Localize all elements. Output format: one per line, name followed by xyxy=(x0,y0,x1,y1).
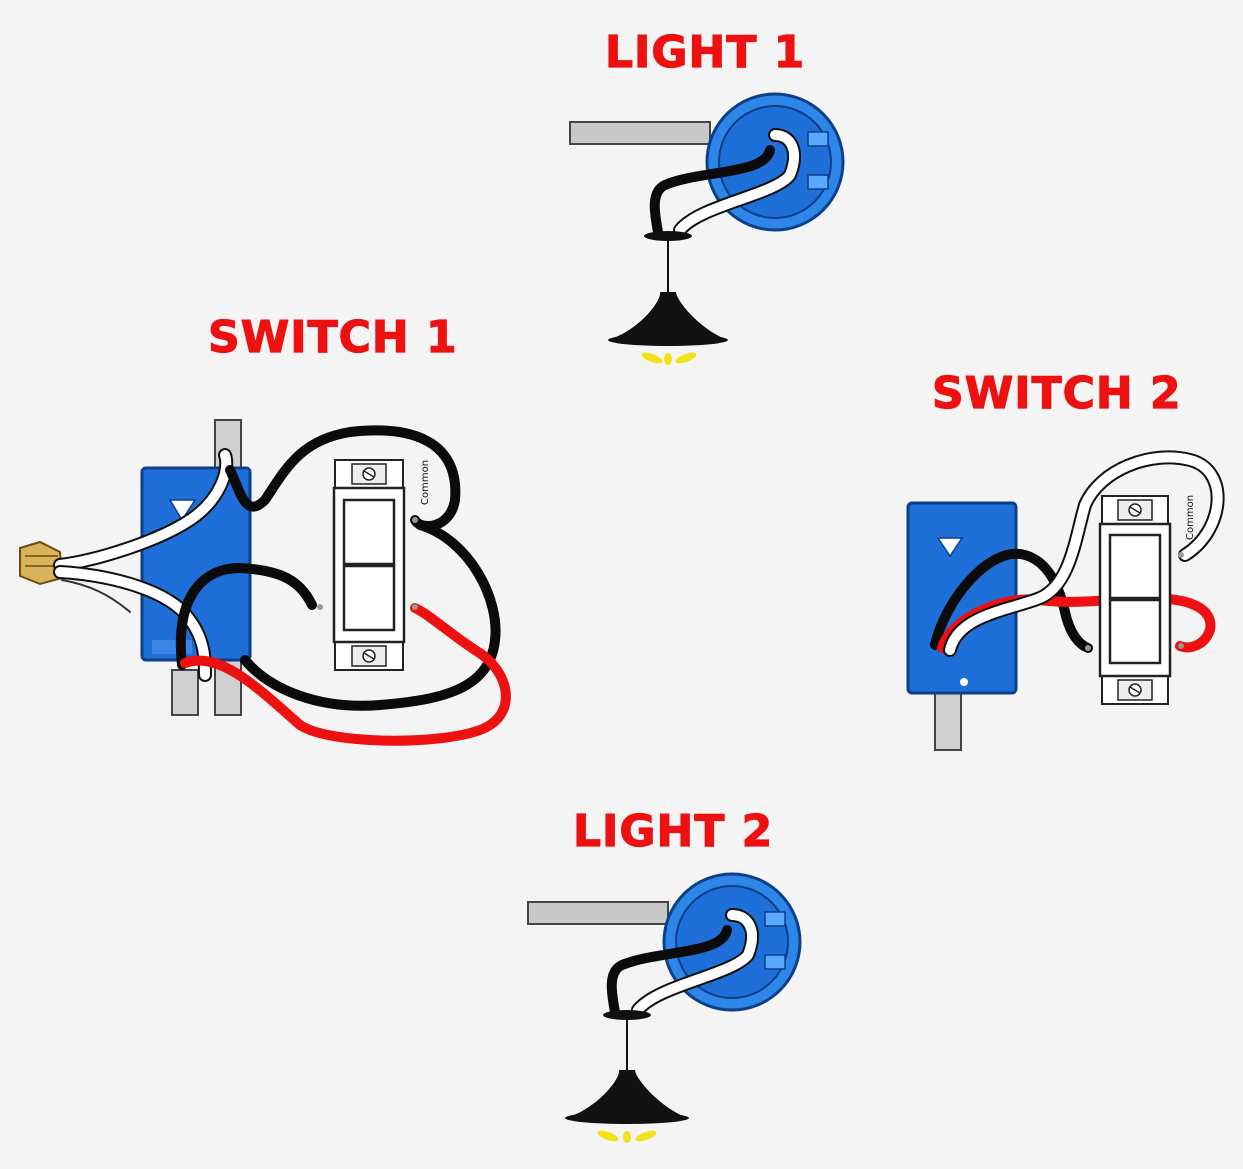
light2-hot-wire xyxy=(606,925,732,1017)
light1-fixture xyxy=(569,92,845,365)
switch1-common-label: Common xyxy=(420,460,431,505)
light2-neutral-wire xyxy=(633,910,757,1015)
switch2-device-icon xyxy=(1085,495,1184,705)
light2-fixture xyxy=(527,872,802,1143)
light2-canopy xyxy=(603,1010,651,1020)
switch1-neutral-wire-a xyxy=(55,450,232,570)
light1-shade-icon xyxy=(608,292,728,340)
switch1-load-wire xyxy=(240,520,501,711)
light1-glow xyxy=(641,352,697,365)
light2-conduit xyxy=(527,901,669,925)
light1-neutral-wire xyxy=(675,130,799,235)
switch2-box-icon xyxy=(906,501,1018,695)
switch2-conduit xyxy=(934,689,962,751)
light1-conduit xyxy=(569,121,711,145)
switch2-black-wire xyxy=(930,548,1093,653)
switch1-label: SWITCH 1 xyxy=(208,312,458,363)
light2-glow xyxy=(597,1130,657,1143)
switch1-device-icon xyxy=(317,459,418,671)
switch2-common-wire xyxy=(945,452,1223,655)
wire-connector-icon xyxy=(19,540,64,586)
switch1-common-wire xyxy=(225,425,461,531)
light1-hot-wire xyxy=(649,145,775,237)
light1-label: LIGHT 1 xyxy=(605,27,805,78)
switch1-assembly: Common xyxy=(19,419,511,746)
light2-label: LIGHT 2 xyxy=(573,806,773,857)
switch2-label: SWITCH 2 xyxy=(932,368,1182,419)
light2-shade-icon xyxy=(566,1070,688,1118)
switch1-line-wire xyxy=(175,563,317,670)
switch2-assembly: Common xyxy=(906,450,1225,751)
light1-canopy xyxy=(644,231,692,241)
switch1-traveler-wire xyxy=(180,603,511,746)
switch2-common-label: Common xyxy=(1185,495,1196,540)
